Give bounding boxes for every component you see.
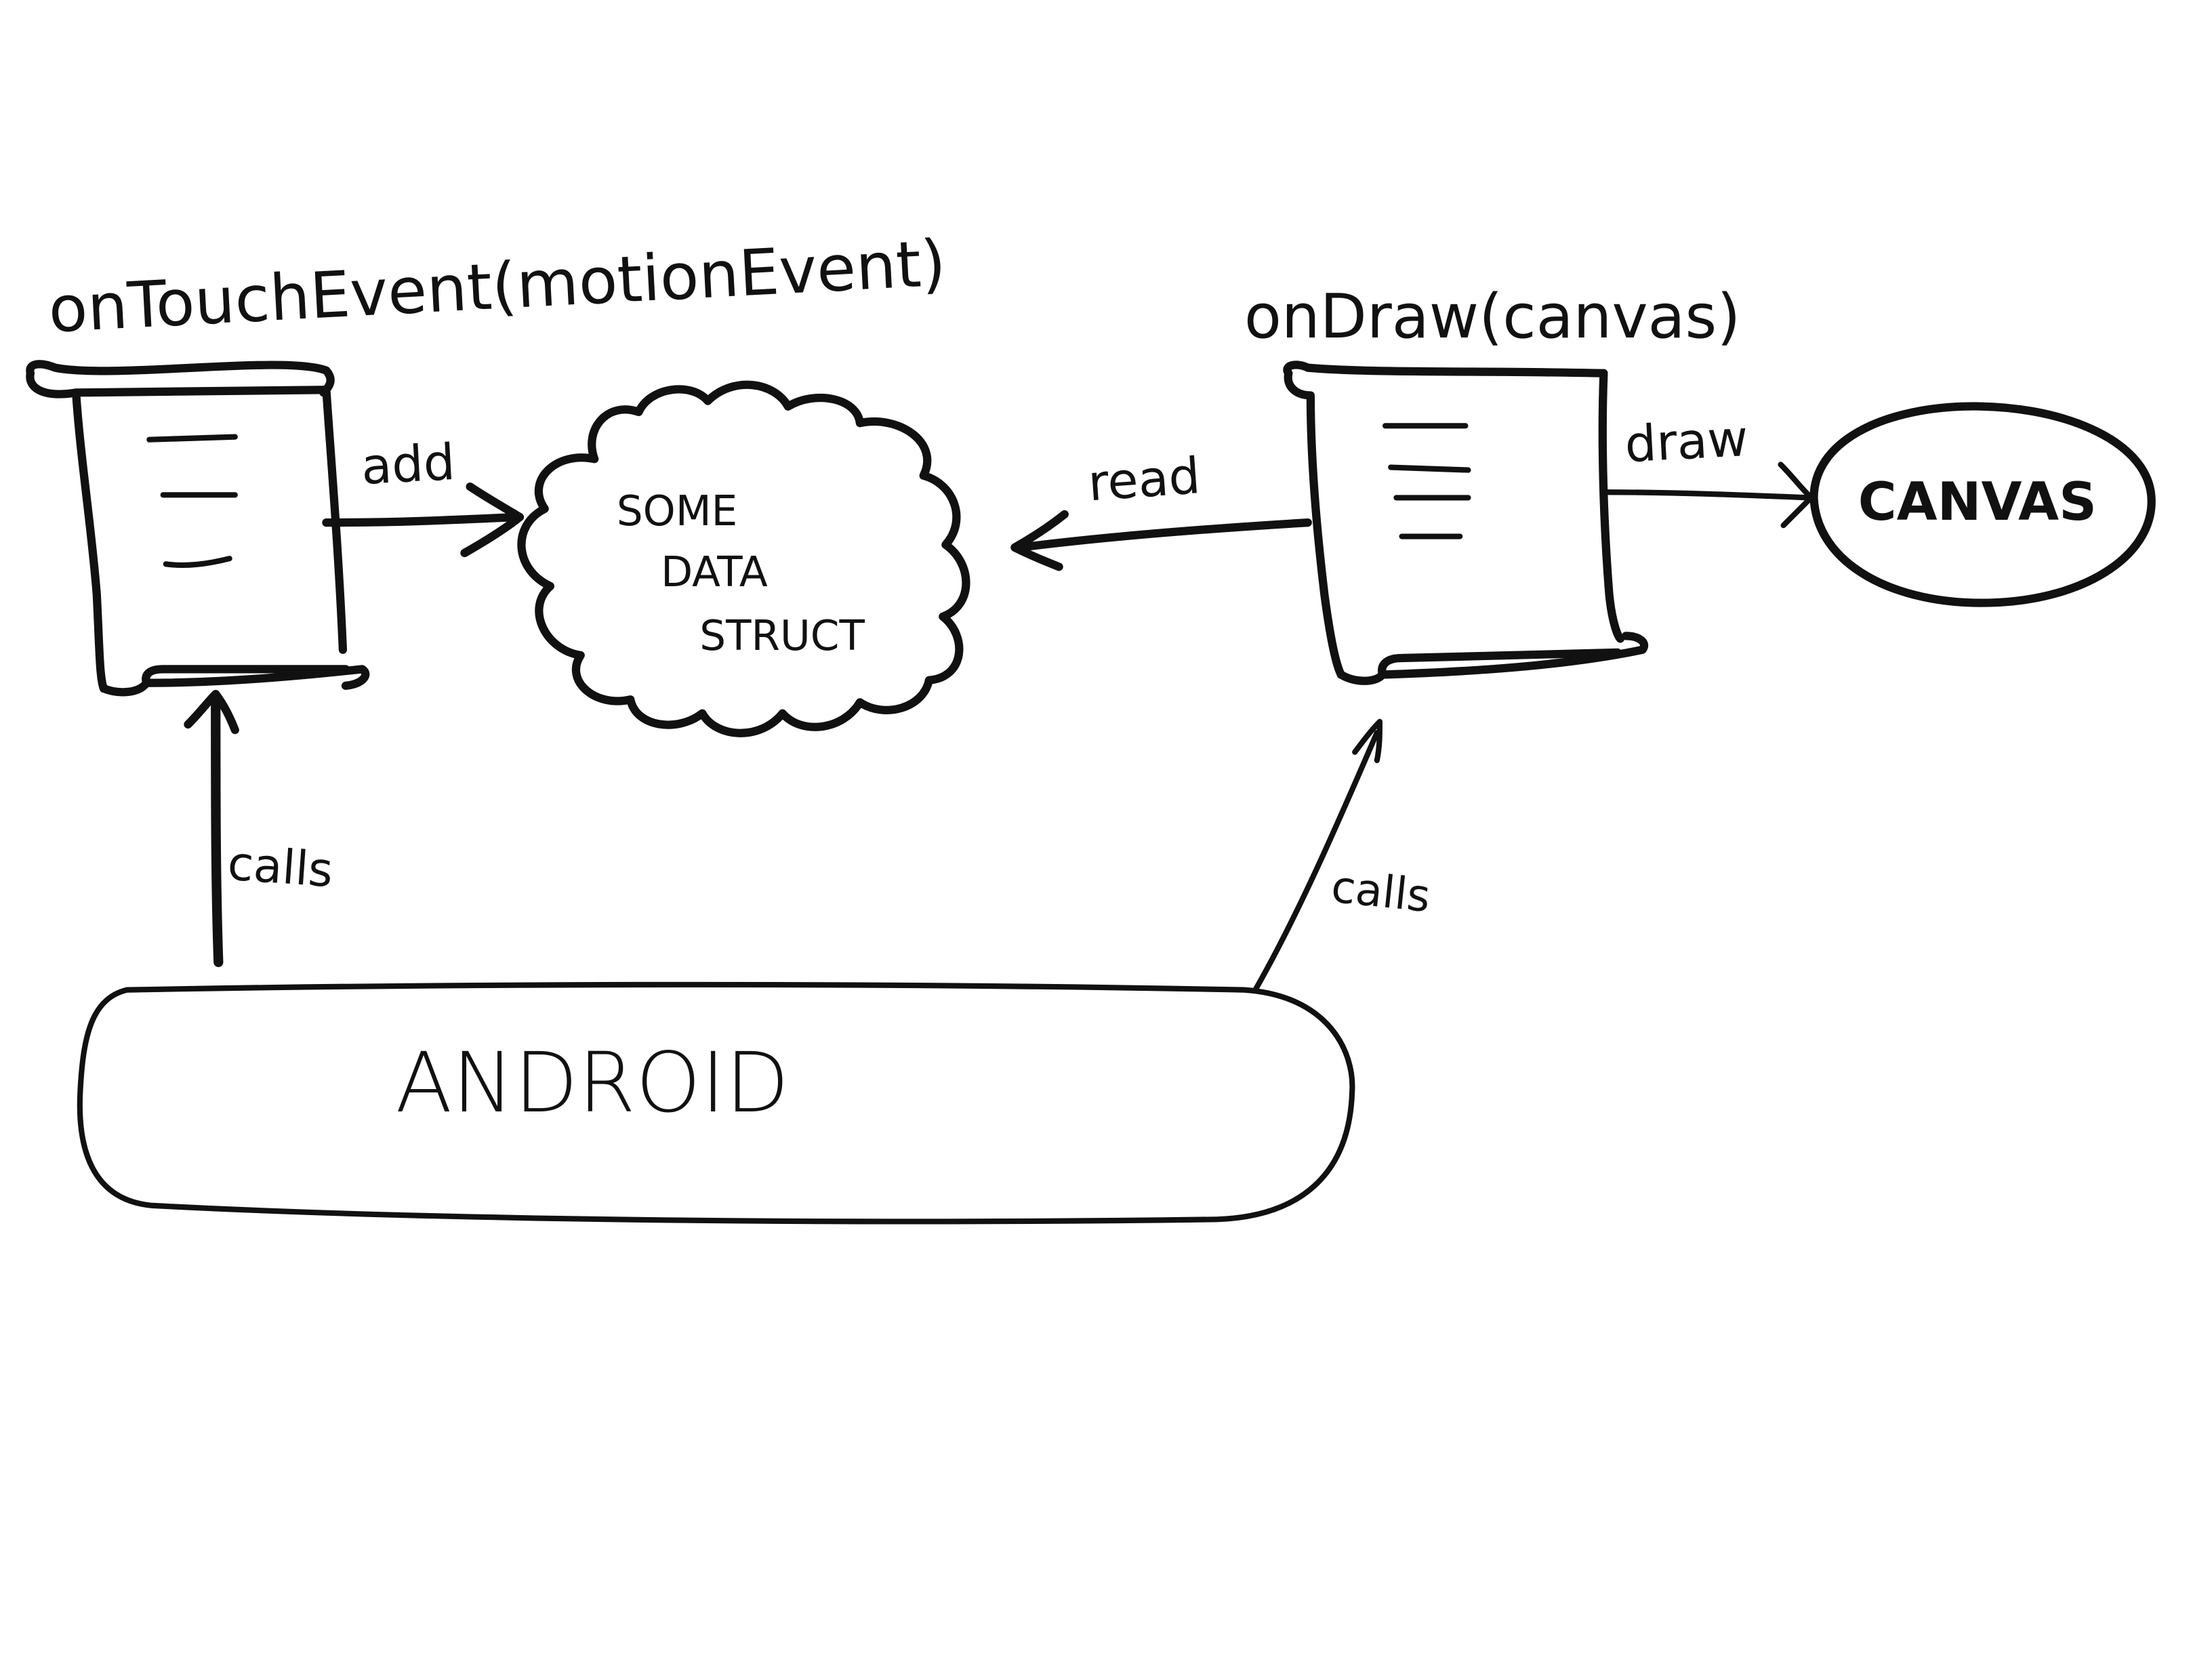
edge-label-draw: draw [1624, 410, 1750, 474]
arrow-add [322, 482, 525, 558]
on-touch-event-scroll [26, 360, 370, 697]
label-on-draw: onDraw(canvas) [1244, 282, 1740, 352]
label-on-touch-event: onTouchEvent(motionEvent) [47, 226, 947, 347]
canvas-ellipse [1809, 402, 2156, 607]
android-box [77, 981, 1355, 1225]
edge-label-calls-left: calls [226, 837, 335, 899]
data-struct-cloud [517, 380, 970, 737]
arrow-read [1010, 510, 1312, 571]
label-data-struct-line3: STRUCT [699, 612, 865, 660]
label-data-struct-line2: DATA [661, 548, 768, 596]
arrow-calls-left [184, 689, 239, 967]
label-android: ANDROID [395, 1034, 789, 1131]
label-data-struct-line1: SOME [617, 487, 737, 535]
edge-label-add: add [360, 434, 456, 496]
arrow-calls-right [1252, 718, 1382, 993]
label-canvas: CANVAS [1858, 472, 2097, 533]
edge-label-read: read [1086, 447, 1202, 512]
edge-label-calls-right: calls [1329, 861, 1433, 922]
on-draw-scroll [1283, 361, 1649, 685]
arrow-draw [1601, 462, 1814, 529]
